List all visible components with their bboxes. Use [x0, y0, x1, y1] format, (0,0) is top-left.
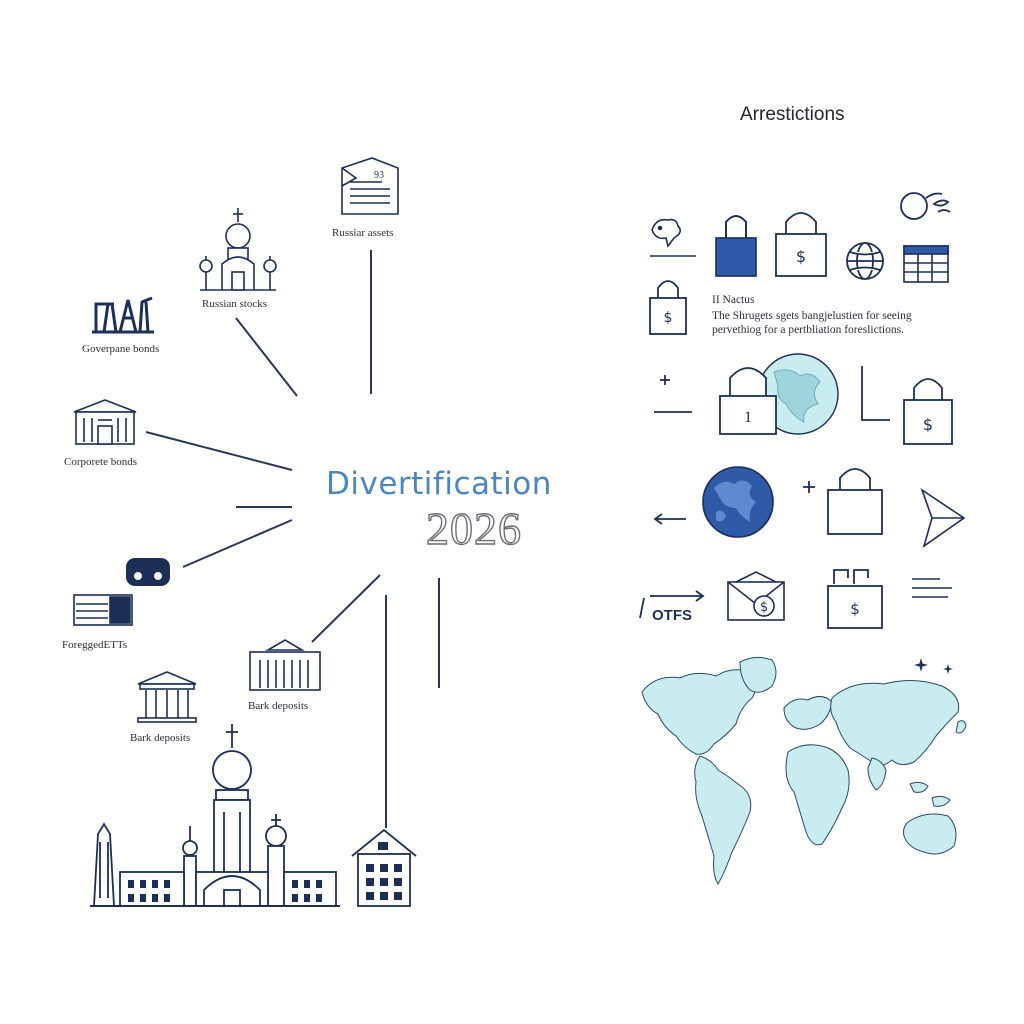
plus-icon [803, 481, 815, 493]
label-russian-stocks: Russian stocks [202, 298, 268, 310]
lock-dollar-small-icon: $ [649, 280, 687, 335]
building-icon [73, 399, 137, 445]
etf-label: OTFS [652, 607, 692, 624]
label-government-bonds: Goverpane bonds [82, 343, 160, 355]
note-line-2: pervethiog for a pertbliation foreslicti… [712, 324, 904, 336]
diagram-year: 2026 [425, 502, 522, 554]
toggle-icon [126, 558, 170, 586]
bank-columns-icon [137, 671, 197, 723]
divider-line [650, 255, 696, 257]
bank-icon [249, 639, 321, 691]
restrictions-heading: Arrestictions [740, 104, 845, 125]
label-russian-assets: Russiar assets [332, 227, 394, 239]
svg-text:$: $ [850, 600, 860, 618]
diagram-title: Divertification [326, 466, 552, 502]
label-foreign-etfs: ForeggedETTs [62, 639, 128, 651]
etf-arrow-icon: OTFS [639, 590, 705, 624]
note-title: II Nactus [712, 294, 755, 306]
industry-icon [92, 296, 154, 334]
piggy-bank-icon [651, 218, 682, 248]
table-icon [903, 245, 949, 283]
lock-filled-icon [715, 215, 757, 277]
sparkle-icon [914, 658, 953, 674]
lock-number: 1 [744, 409, 752, 426]
globe-outline-icon [846, 242, 884, 280]
paper-plane-icon [920, 487, 966, 548]
lock-dollar-icon: $ [775, 212, 827, 277]
world-map-icon [641, 656, 967, 885]
svg-text:$: $ [796, 247, 806, 266]
house-icon [351, 828, 417, 907]
plus-minus-icon [654, 375, 692, 413]
globe-lock-icon: 1 [719, 353, 839, 435]
note-line-1: The Shrugets sgets bangjelustien for see… [712, 310, 912, 322]
lock-plain-icon [827, 468, 883, 535]
document-icon: 93 [341, 157, 399, 215]
svg-text:$: $ [664, 310, 673, 326]
coin-leaf-icon [900, 192, 951, 220]
document-number: 93 [374, 170, 384, 181]
list-lines-icon [912, 578, 952, 598]
svg-text:$: $ [760, 600, 768, 615]
label-bank-deposits-upper: Bark deposits [248, 700, 309, 712]
envelope-dollar-icon: $ [727, 571, 785, 621]
label-corporate-bonds: Corporete bonds [64, 456, 138, 468]
church-icon [199, 208, 277, 291]
arrow-left-icon [653, 513, 686, 525]
lock-tag-icon: $ [827, 569, 883, 629]
corner-bracket-icon [861, 366, 890, 421]
label-bank-deposits-lower: Bark deposits [130, 732, 191, 744]
kremlin-skyline-icon [90, 724, 340, 907]
etf-card-icon [73, 594, 133, 626]
svg-text:$: $ [923, 415, 933, 434]
lock-dollar-right-icon: $ [903, 378, 953, 445]
globe-filled-icon [702, 466, 774, 538]
